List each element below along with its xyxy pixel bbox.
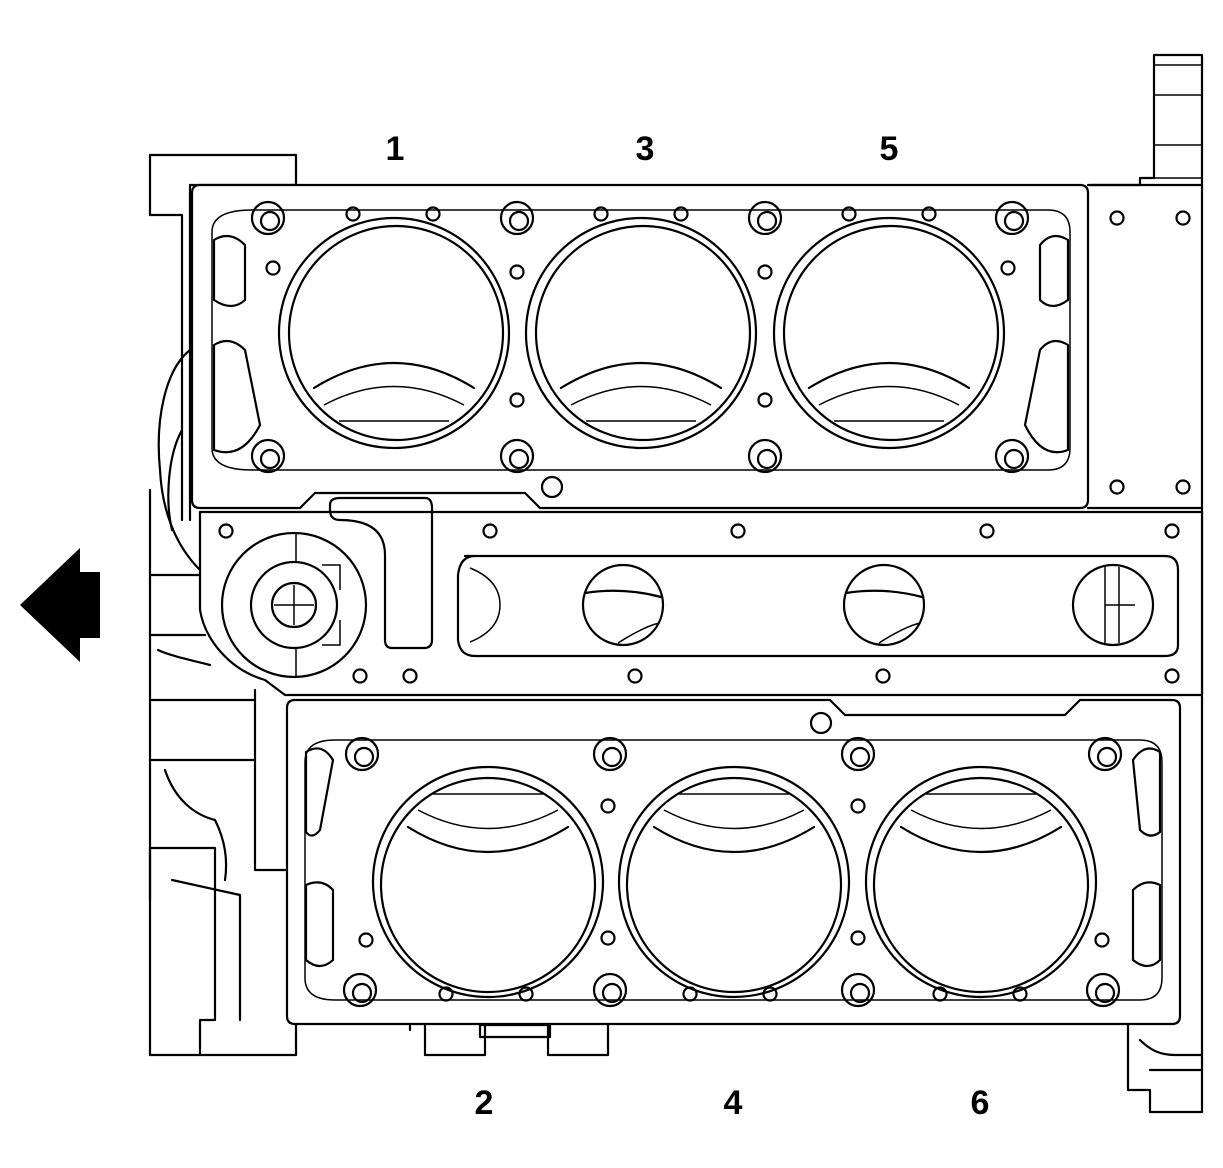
cylinder-label-4: 4	[724, 1084, 743, 1122]
coolant-hole	[425, 206, 441, 222]
coolant-hole	[1094, 932, 1110, 948]
coolant-hole	[627, 668, 643, 684]
left-arrow-icon	[20, 548, 100, 662]
head-bolt-hole	[499, 200, 535, 236]
coolant-hole	[850, 798, 866, 814]
cylinder-label-1: 1	[386, 130, 405, 168]
engine-block-outline	[148, 53, 1204, 1114]
coolant-hole	[673, 206, 689, 222]
coolant-hole	[1164, 668, 1180, 684]
coolant-hole	[841, 206, 857, 222]
coolant-hole	[1000, 260, 1016, 276]
cylinder-bore	[277, 216, 511, 450]
coolant-hole	[1175, 210, 1191, 226]
head-bolt-hole	[250, 200, 286, 236]
cylinder-label-5: 5	[880, 130, 899, 168]
head-bolt-hole	[840, 972, 876, 1008]
cylinder-bore	[864, 765, 1098, 999]
valley-port	[842, 563, 926, 647]
coolant-hole	[932, 986, 948, 1002]
dowel-hole	[540, 475, 564, 499]
coolant-hole	[509, 392, 525, 408]
cylinder-bore	[617, 765, 851, 999]
coolant-hole	[762, 986, 778, 1002]
head-bolt-hole	[592, 736, 628, 772]
coolant-hole	[757, 392, 773, 408]
coolant-hole	[1164, 523, 1180, 539]
coolant-hole	[402, 668, 418, 684]
coolant-hole	[482, 523, 498, 539]
head-bolt-hole	[1085, 972, 1121, 1008]
head-bolt-hole	[747, 438, 783, 474]
coolant-hole	[1109, 479, 1125, 495]
coolant-hole	[600, 798, 616, 814]
head-bolt-holes	[250, 200, 1123, 1008]
coolant-hole	[438, 986, 454, 1002]
cylinder-bore	[524, 216, 758, 450]
coolant-hole	[730, 523, 746, 539]
head-bolt-hole	[342, 972, 378, 1008]
coolant-hole	[979, 523, 995, 539]
cylinder-label-3: 3	[636, 130, 655, 168]
coolant-hole	[921, 206, 937, 222]
coolant-hole	[1175, 479, 1191, 495]
coolant-hole	[265, 260, 281, 276]
coolant-hole	[1109, 210, 1125, 226]
coolant-hole	[850, 930, 866, 946]
valley-port	[581, 563, 665, 647]
coolant-hole	[593, 206, 609, 222]
valley-ports	[581, 563, 1155, 647]
coolant-passages	[218, 206, 1191, 1002]
head-bolt-hole	[592, 972, 628, 1008]
coolant-hole	[1012, 986, 1028, 1002]
head-bolt-hole	[747, 200, 783, 236]
coolant-hole	[345, 206, 361, 222]
head-bolt-hole	[250, 438, 286, 474]
cylinder-label-2: 2	[475, 1084, 494, 1122]
top-head-gasket	[190, 183, 1090, 510]
coolant-hole	[509, 264, 525, 280]
head-bolt-hole	[499, 438, 535, 474]
coolant-hole	[358, 932, 374, 948]
cylinder-bores	[277, 216, 1098, 999]
cylinder-bore	[371, 765, 605, 999]
head-bolt-hole	[840, 736, 876, 772]
head-bolt-hole	[994, 200, 1030, 236]
coolant-hole	[875, 668, 891, 684]
coolant-hole	[757, 264, 773, 280]
coolant-hole	[518, 986, 534, 1002]
valley-port	[1071, 563, 1155, 647]
head-bolt-hole	[1087, 736, 1123, 772]
coolant-hole	[218, 523, 234, 539]
cylinder-labels-bottom: 2 4 6	[475, 1084, 990, 1122]
valley-cover-plate	[198, 496, 1204, 697]
coolant-hole	[352, 668, 368, 684]
cylinder-label-6: 6	[971, 1084, 990, 1122]
head-bolt-hole	[994, 438, 1030, 474]
cylinder-labels-top: 1 3 5	[386, 130, 899, 168]
coolant-hole	[600, 930, 616, 946]
dowel-hole	[809, 711, 833, 735]
cylinder-bore	[772, 216, 1006, 450]
head-bolt-hole	[344, 736, 380, 772]
coolant-hole	[682, 986, 698, 1002]
